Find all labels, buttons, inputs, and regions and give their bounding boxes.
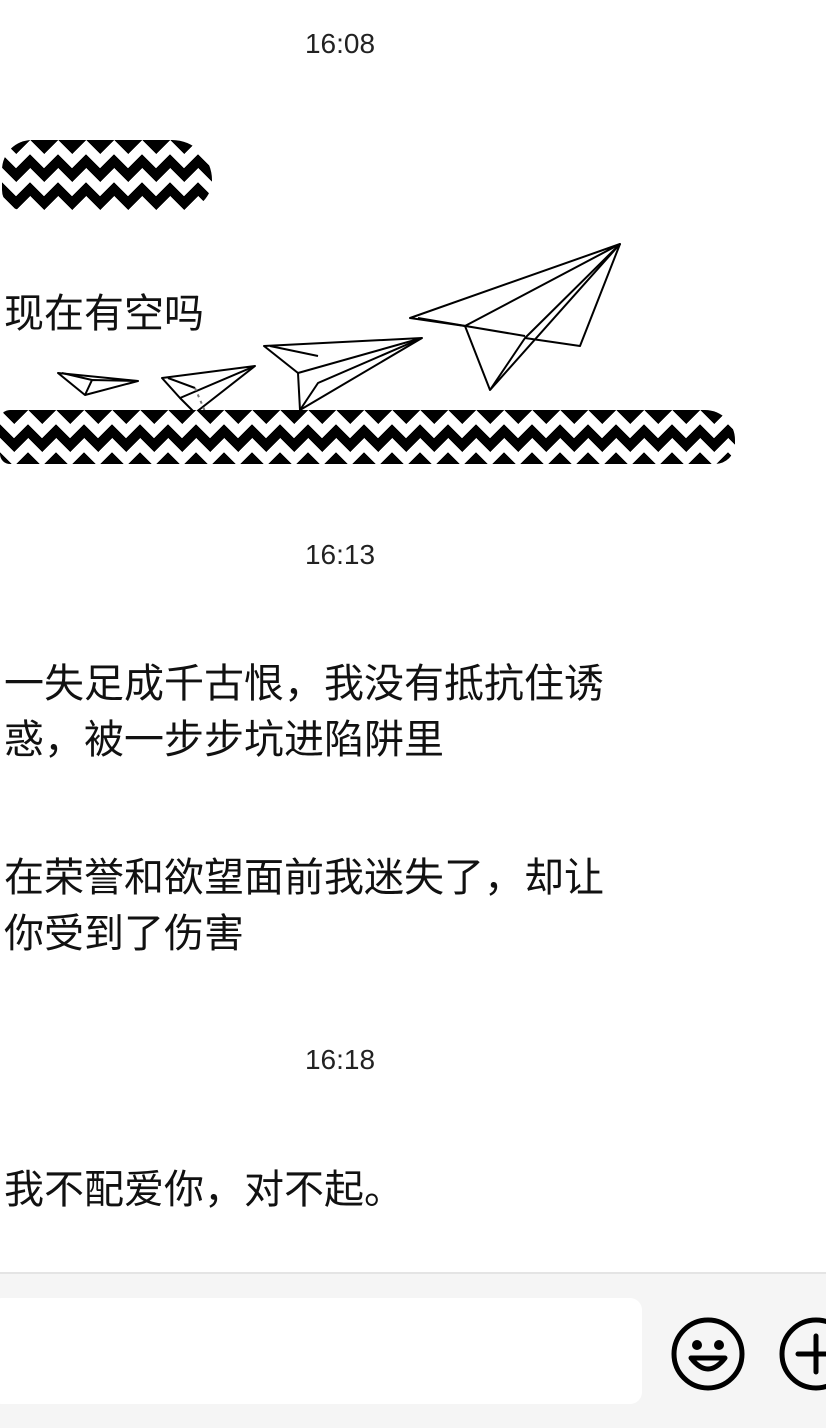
emoji-button[interactable] [670,1316,746,1392]
message-text: 一失足成千古恨，我没有抵抗住诱 惑，被一步步坑进陷阱里 [4,661,604,763]
timestamp: 16:18 [304,1044,376,1075]
timestamp: 16:08 [304,28,376,59]
message-text: 现在有空吗 [4,291,204,337]
redacted-message [0,410,735,464]
message-input-bar [0,1272,826,1428]
message-text: 我不配爱你，对不起。 [4,1167,404,1213]
smiley-icon [671,1317,745,1391]
message-text: 在荣誉和欲望面前我迷失了，却让 你受到了伤害 [4,855,604,957]
paper-planes-sticker [50,238,640,428]
timestamp: 16:13 [304,539,376,570]
more-button[interactable] [778,1316,826,1392]
message-input[interactable] [0,1298,642,1404]
paper-plane-icon [263,337,423,411]
plus-icon [779,1317,826,1391]
paper-plane-icon [57,372,139,396]
paper-plane-icon [409,243,621,391]
redacted-name [2,140,212,210]
